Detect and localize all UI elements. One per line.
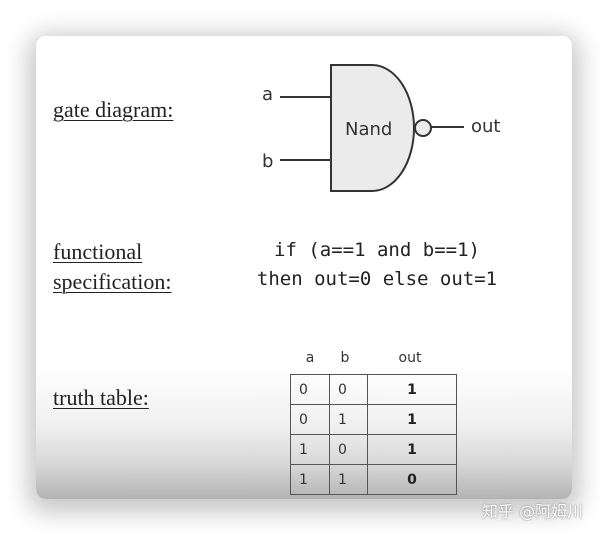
truth-table: 0 0 1 0 1 1 1 0 1 1 1 0 — [290, 374, 457, 495]
spec-line-1: if (a==1 and b==1) — [274, 239, 480, 261]
cell-out: 1 — [367, 404, 457, 435]
functional-label: functional — [53, 239, 143, 264]
truth-table-label: truth table: — [53, 385, 149, 410]
header-b: b — [340, 350, 350, 366]
watermark: 知乎 @阿姆川 — [482, 502, 584, 521]
header-a: a — [305, 350, 315, 366]
table-row: 0 1 1 — [290, 404, 457, 435]
nand-gate-diagram: a b Nand out — [262, 64, 500, 192]
cell-b: 0 — [329, 374, 368, 405]
cell-b: 1 — [329, 404, 368, 435]
cell-a: 0 — [290, 404, 330, 435]
header-out: out — [398, 350, 422, 366]
cell-a: 1 — [290, 464, 330, 495]
gate-diagram-label: gate diagram: — [53, 97, 174, 122]
inversion-bubble-icon — [414, 119, 432, 137]
cell-b: 0 — [329, 434, 368, 465]
cell-b: 1 — [329, 464, 368, 495]
cell-out: 1 — [367, 434, 457, 465]
input-b-label: b — [262, 151, 273, 172]
nand-gate-body — [330, 64, 415, 192]
table-row: 1 0 1 — [290, 434, 457, 465]
table-row: 0 0 1 — [290, 374, 457, 405]
input-a-label: a — [262, 84, 273, 105]
cell-out: 0 — [367, 464, 457, 495]
gate-name-label: Nand — [345, 119, 392, 140]
cell-a: 0 — [290, 374, 330, 405]
functional-specification: if (a==1 and b==1) then out=0 else out=1 — [236, 236, 518, 294]
table-row: 1 1 0 — [290, 464, 457, 495]
cell-a: 1 — [290, 434, 330, 465]
cell-out: 1 — [367, 374, 457, 405]
output-label: out — [471, 116, 500, 137]
spec-line-2: then out=0 else out=1 — [256, 268, 498, 290]
specification-label: specification: — [53, 269, 172, 294]
